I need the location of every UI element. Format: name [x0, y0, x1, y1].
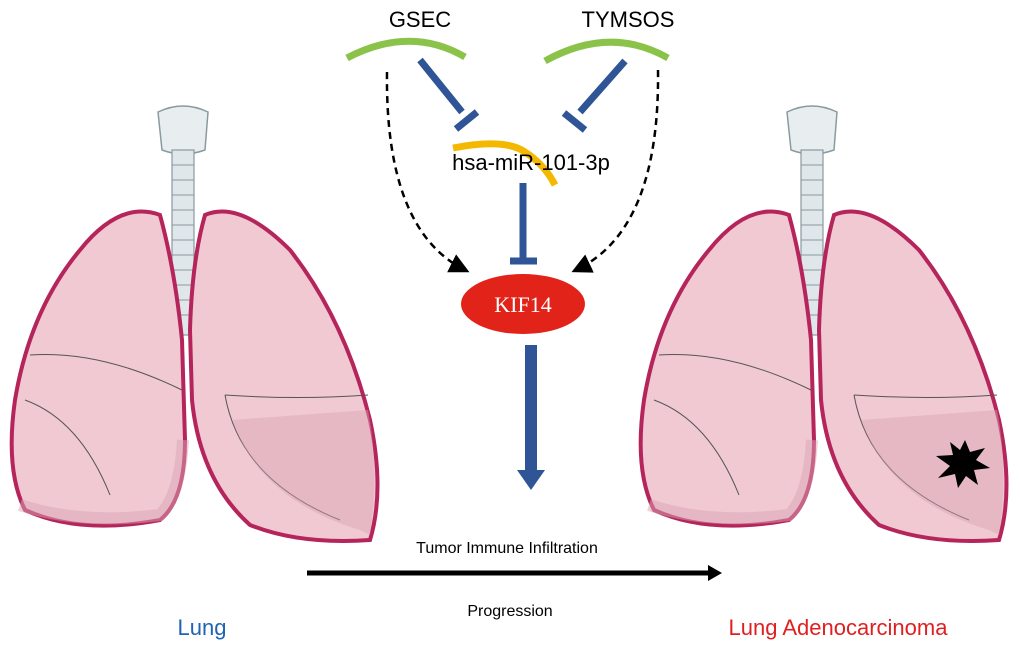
gsec-label: GSEC [389, 7, 451, 32]
tumor-icon [936, 440, 990, 488]
adenocarcinoma-label: Lung Adenocarcinoma [729, 615, 949, 640]
progression-label: Progression [467, 603, 552, 620]
gsec-arc [345, 37, 467, 62]
inhibit-gsec-mirna [417, 57, 480, 132]
dashed-arrow-gsec-kif14 [385, 71, 470, 273]
normal-lung-illustration [12, 106, 378, 541]
infiltration-label: Tumor Immune Infiltration [416, 540, 598, 557]
inhibit-tymsos-mirna [561, 58, 628, 133]
dashed-arrow-tymsos-kif14 [571, 69, 660, 273]
promote-arrow [517, 345, 545, 490]
mirna-label: hsa-miR-101-3p [452, 150, 610, 175]
kif14-node [461, 274, 585, 334]
mirna-arc [452, 140, 559, 187]
inhibit-mirna-kif14 [510, 183, 537, 265]
kif14-label: KIF14 [494, 292, 551, 317]
tymsos-arc [543, 38, 670, 65]
progression-arrowhead [708, 565, 722, 581]
tymsos-label: TYMSOS [582, 7, 675, 32]
adenocarcinoma-lung-illustration [641, 106, 1007, 541]
normal-lung-label: Lung [178, 615, 227, 640]
